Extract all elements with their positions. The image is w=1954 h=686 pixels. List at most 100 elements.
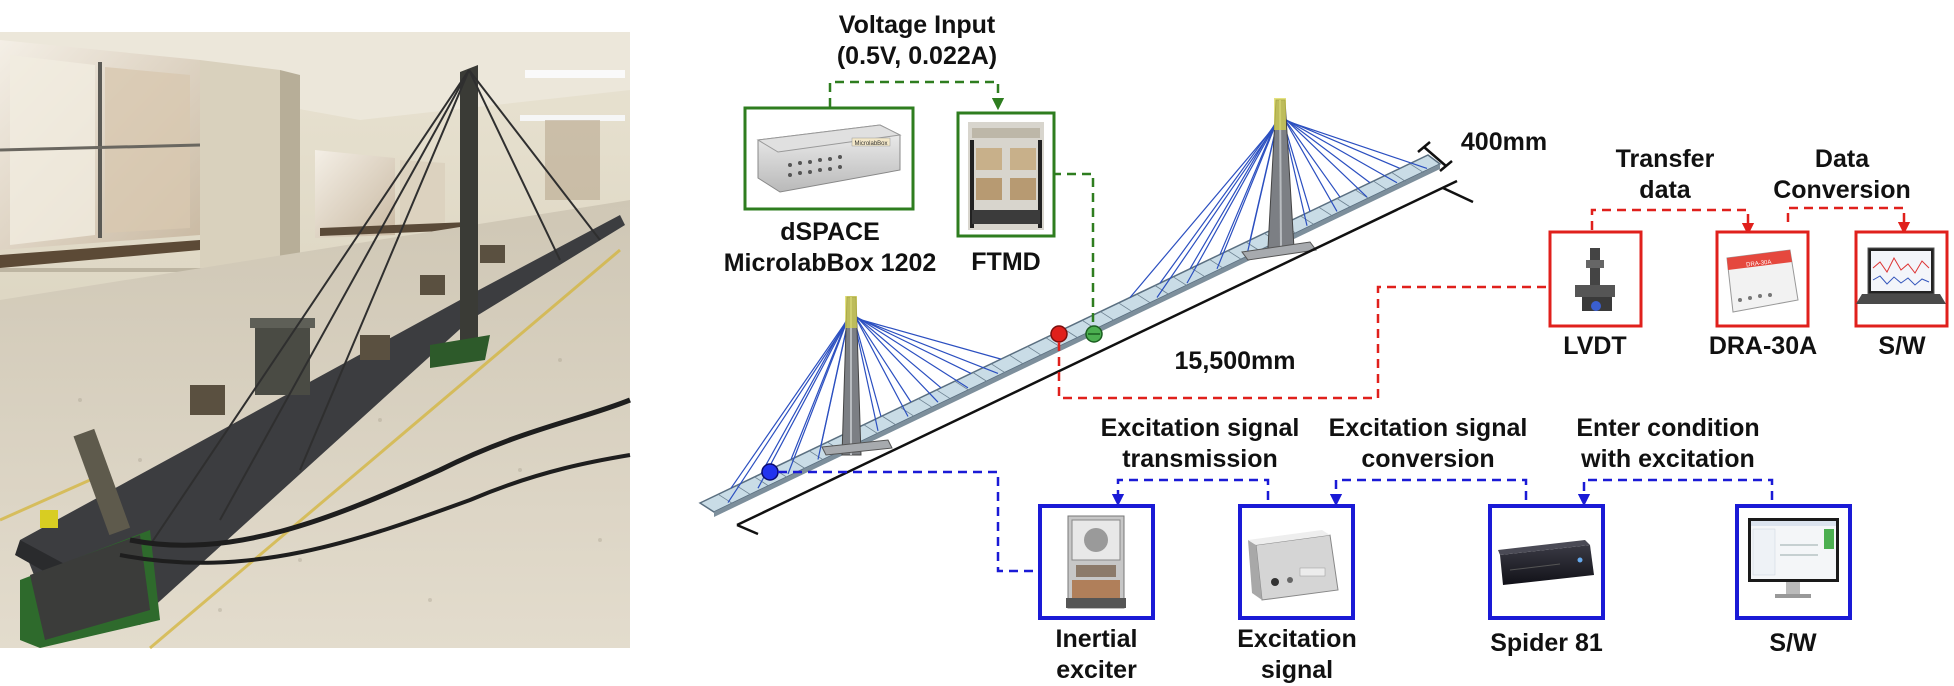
deck-segment <box>1009 354 1024 365</box>
deck-segment <box>954 380 970 391</box>
length-dimension-line <box>736 179 1474 536</box>
deck-segment <box>936 389 951 400</box>
transfer-line1: Transfer <box>1615 145 1715 173</box>
signal-generator-device <box>1238 504 1355 620</box>
stay-cable <box>757 313 852 489</box>
enter-condition-label: Enter condition with excitation <box>1558 413 1778 475</box>
deck-segment <box>1118 302 1133 313</box>
red-connectors <box>1057 206 1911 400</box>
dspace-label: dSPACE MicrolabBox 1202 <box>700 217 960 279</box>
stay-cable <box>1279 111 1338 212</box>
lvdt-sensor-marker <box>1050 325 1068 343</box>
deck-segment <box>1409 163 1425 174</box>
svg-text:MicrolabBox: MicrolabBox <box>854 141 887 147</box>
deck-segment <box>899 406 915 417</box>
dspace-line2: MicrolabBox 1202 <box>723 249 937 277</box>
exc-tx-line2: transmission <box>1122 445 1278 473</box>
stay-cable <box>1216 113 1281 270</box>
width-dimension-label: 400mm <box>1460 128 1548 156</box>
enter-line2: with excitation <box>1581 445 1755 473</box>
voltage-input-line2: (0.5V, 0.022A) <box>836 42 998 70</box>
deck-segment <box>881 415 897 426</box>
stay-cable <box>850 312 969 389</box>
stay-cable <box>1279 118 1428 169</box>
exc-conv-line1: Excitation signal <box>1328 414 1528 442</box>
stay-cable <box>1279 114 1371 184</box>
deck-segment <box>808 450 824 461</box>
exciter-marker <box>761 463 779 481</box>
deck-segment <box>1318 206 1334 217</box>
stay-cable <box>1129 119 1281 298</box>
transfer-data-label: Transfer data <box>1600 144 1730 206</box>
inertial-line1: Inertial <box>1055 625 1138 653</box>
bridge-model <box>698 98 1474 536</box>
lvdt-device <box>1548 230 1643 328</box>
stay-cable <box>787 310 852 475</box>
stay-cable <box>760 311 852 475</box>
stay-cable <box>1279 115 1398 184</box>
deck-segment <box>1172 276 1188 287</box>
inertial-exciter-label: Inertial exciter <box>1040 624 1153 686</box>
stay-cable <box>1219 112 1281 255</box>
inertial-line2: exciter <box>1056 656 1137 684</box>
svg-text:DRA-30A: DRA-30A <box>1746 259 1772 268</box>
dra-30a-device: DRA-30A <box>1715 230 1810 328</box>
deck-segment <box>1336 198 1352 208</box>
deck-segment <box>717 493 733 504</box>
spider-81-device <box>1488 504 1605 620</box>
pylon-right <box>1241 98 1317 261</box>
enter-line1: Enter condition <box>1576 414 1760 442</box>
exc-signal-line1: Excitation <box>1237 625 1357 653</box>
excitation-transmission-label: Excitation signal transmission <box>1080 413 1320 475</box>
stay-cable <box>1279 112 1341 198</box>
stay-cable <box>1186 116 1281 284</box>
deck-segment <box>1391 172 1406 182</box>
excitation-conversion-label: Excitation signal conversion <box>1308 413 1548 475</box>
software-monitor <box>1735 504 1852 620</box>
deck-segment <box>1227 250 1243 261</box>
dspace-line1: dSPACE <box>780 218 880 246</box>
stay-cable <box>850 310 939 403</box>
lvdt-label: LVDT <box>1563 332 1627 360</box>
conversion-line1: Data <box>1814 145 1870 173</box>
deck-segment <box>1100 311 1115 321</box>
exc-signal-line2: signal <box>1260 656 1334 684</box>
blue-connectors <box>778 470 1774 573</box>
deck-segment <box>1045 337 1061 348</box>
deck-segment <box>990 363 1006 374</box>
deck-segment <box>1373 180 1388 191</box>
deck-segment <box>1191 267 1206 278</box>
exc-tx-line1: Excitation signal <box>1100 414 1300 442</box>
stay-cable <box>1156 118 1281 298</box>
deck-segment <box>1300 215 1315 226</box>
stay-cable <box>790 309 852 460</box>
software-laptop <box>1854 230 1949 328</box>
pylon-left <box>821 296 893 456</box>
excitation-signal-label: Excitation signal <box>1222 624 1372 686</box>
stay-cable <box>850 316 1002 360</box>
green-connectors <box>828 80 1095 326</box>
stay-cables <box>727 109 1428 503</box>
deck-segment <box>1209 259 1224 269</box>
length-dimension-label: 15,500mm <box>1174 347 1296 375</box>
inertial-exciter-device <box>1038 504 1155 620</box>
data-conversion-label: Data Conversion <box>1762 144 1922 206</box>
stay-cable <box>850 314 972 374</box>
stay-cable <box>850 315 999 375</box>
ftmd-device <box>956 111 1056 238</box>
lab-photo <box>0 32 631 650</box>
deck-segment <box>972 372 988 382</box>
ftmd-label: FTMD <box>971 248 1041 276</box>
conversion-line2: Conversion <box>1773 176 1911 204</box>
stay-cable <box>727 315 852 503</box>
stay-cable <box>850 308 909 417</box>
stay-cable <box>850 311 942 389</box>
voltage-input-line1: Voltage Input <box>838 11 996 39</box>
transfer-line2: data <box>1639 176 1691 204</box>
stay-cable <box>1279 113 1368 198</box>
stay-cable <box>850 309 912 403</box>
deck-segment <box>863 424 879 435</box>
sw-bottom-label: S/W <box>1769 629 1817 657</box>
dspace-device: MicrolabBox <box>743 106 915 211</box>
